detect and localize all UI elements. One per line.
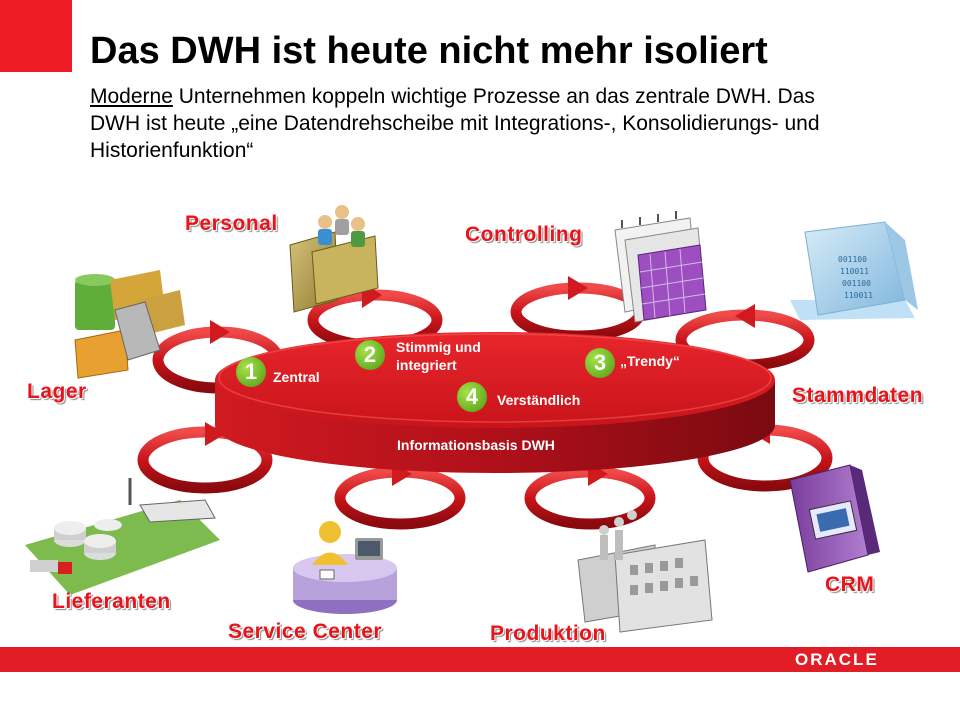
node-label-service-center: Service Center: [228, 620, 383, 643]
bits-row-3: 001100: [842, 279, 871, 288]
dwh-hub-diagram: 001100 110011 001100 110011: [25, 205, 918, 633]
personal-folder-icon: [289, 205, 379, 313]
lieferanten-refinery-icon: [25, 478, 220, 595]
slide-subtitle: Moderne Unternehmen koppeln wichtige Pro…: [90, 83, 850, 164]
loop-lieferanten: [137, 422, 273, 494]
feature-number-3: 3: [585, 348, 615, 378]
bits-row-4: 110011: [844, 291, 873, 300]
hub-label: Informationsbasis DWH: [397, 437, 555, 453]
bits-row-1: 001100: [838, 255, 867, 264]
bits-row-2: 110011: [840, 267, 869, 276]
feature-label-verstaendlich: Verständlich: [497, 392, 581, 408]
lager-warehouse-icon: [74, 270, 185, 379]
feature-label-zentral: Zentral: [273, 369, 320, 385]
crm-box-icon: [789, 464, 880, 573]
feature-number-4: 4: [457, 382, 487, 412]
subtitle-text: Unternehmen koppeln wichtige Prozesse an…: [90, 85, 820, 162]
slide-title: Das DWH ist heute nicht mehr isoliert: [90, 30, 768, 72]
feature-number-1: 1: [236, 357, 266, 387]
stammdaten-datacube-icon: 001100 110011 001100 110011: [790, 221, 918, 320]
red-corner-block: [0, 0, 72, 72]
feature-label-stimmig: Stimmig und integriert: [396, 339, 481, 373]
node-label-crm: CRM: [825, 573, 875, 596]
node-label-stammdaten: Stammdaten: [792, 384, 924, 407]
subtitle-underlined-word: Moderne: [90, 85, 173, 108]
node-label-lieferanten: Lieferanten: [52, 590, 171, 613]
node-label-produktion: Produktion: [490, 622, 606, 645]
oracle-logo: ORACLE: [795, 650, 879, 669]
node-label-controlling: Controlling: [465, 223, 583, 246]
feature-number-2: 2: [355, 340, 385, 370]
node-label-personal: Personal: [185, 212, 278, 235]
node-label-lager: Lager: [27, 380, 87, 403]
controlling-calendar-icon: [614, 211, 707, 323]
footer-bar: [0, 647, 960, 672]
service-center-helpdesk-icon: [293, 521, 397, 614]
feature-label-trendy: „Trendy“: [620, 353, 680, 369]
produktion-factory-icon: [577, 510, 713, 633]
